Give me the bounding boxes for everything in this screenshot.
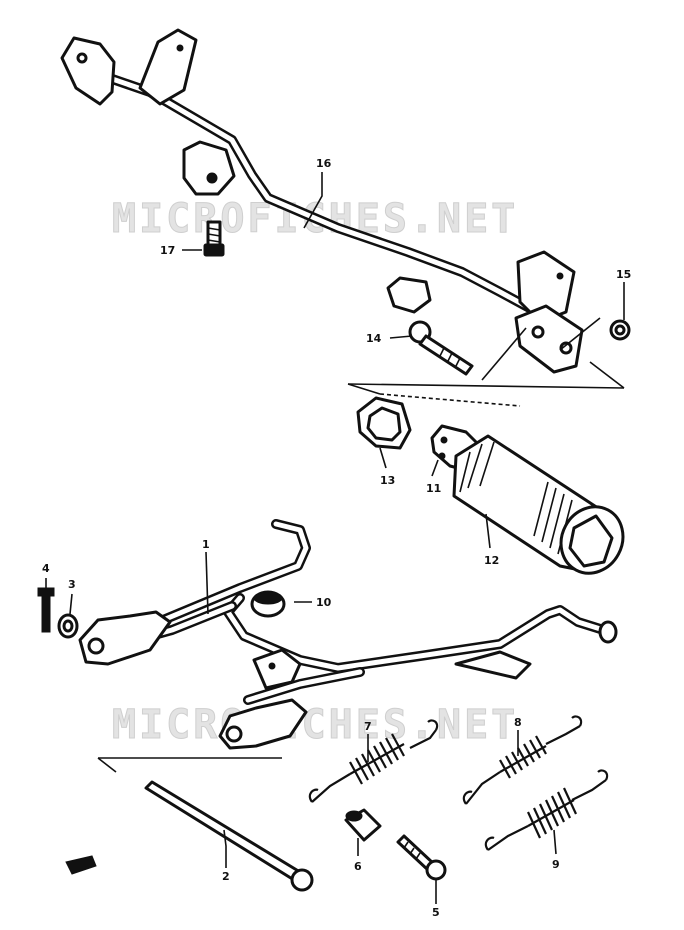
collar-6 — [344, 808, 382, 842]
callout-12: 12 — [484, 554, 499, 567]
callout-16: 16 — [316, 157, 332, 170]
callout-1: 1 — [202, 538, 210, 551]
watermark-bottom: MICROFICHES.NET — [112, 702, 518, 748]
pivot-rod-2 — [144, 780, 314, 892]
leader-9 — [553, 829, 557, 855]
callout-11: 11 — [426, 482, 441, 495]
bolt-17 — [203, 220, 225, 257]
stand-foot-end — [598, 620, 618, 644]
washer-3 — [57, 613, 79, 639]
bolt-5 — [396, 834, 447, 881]
callout-17: 17 — [160, 244, 175, 257]
leader-11 — [431, 459, 439, 477]
leader-12 — [485, 513, 491, 549]
leader-2 — [223, 829, 227, 868]
callout-10: 10 — [316, 596, 332, 609]
callout-15: 15 — [616, 268, 631, 281]
leader-1 — [205, 551, 209, 615]
bolt-4 — [37, 587, 55, 633]
footrest-rubber-12 — [452, 434, 625, 575]
callout-7: 7 — [364, 720, 372, 733]
leader-3 — [69, 593, 73, 615]
reference-line-b — [559, 317, 601, 351]
callout-8: 8 — [514, 716, 522, 729]
callout-13: 13 — [380, 474, 395, 487]
reference-line-a — [481, 327, 527, 381]
callout-4: 4 — [42, 562, 50, 575]
callout-5: 5 — [432, 906, 440, 919]
side-stand-1 — [78, 519, 618, 750]
callout-3: 3 — [68, 578, 76, 591]
cushion-plate-13 — [356, 396, 412, 450]
stand-mount — [252, 648, 302, 690]
front-marker-icon — [65, 855, 97, 875]
footrest-bar-16 — [60, 28, 584, 374]
bar-small-mount — [386, 276, 432, 314]
stand-plate — [454, 650, 532, 680]
bar-right-tab — [516, 250, 576, 324]
callout-6: 6 — [354, 860, 362, 873]
bar-upper-bracket — [138, 28, 198, 106]
nut-15 — [609, 319, 631, 341]
spring-8 — [462, 715, 583, 805]
bar-mid-mount — [182, 140, 236, 196]
bar-left-bracket — [60, 36, 116, 106]
spring-7 — [308, 719, 439, 803]
stopper-10 — [250, 590, 286, 618]
separation-line-1 — [347, 383, 625, 389]
callout-9: 9 — [552, 858, 560, 871]
callout-14: 14 — [366, 332, 382, 345]
leader-13 — [379, 447, 387, 469]
leader-16 — [303, 172, 323, 229]
bar-right-bracket — [514, 304, 584, 374]
bolt-14 — [408, 320, 474, 376]
callout-2: 2 — [222, 870, 230, 883]
spring-9 — [484, 769, 609, 851]
leader-14 — [389, 335, 413, 339]
